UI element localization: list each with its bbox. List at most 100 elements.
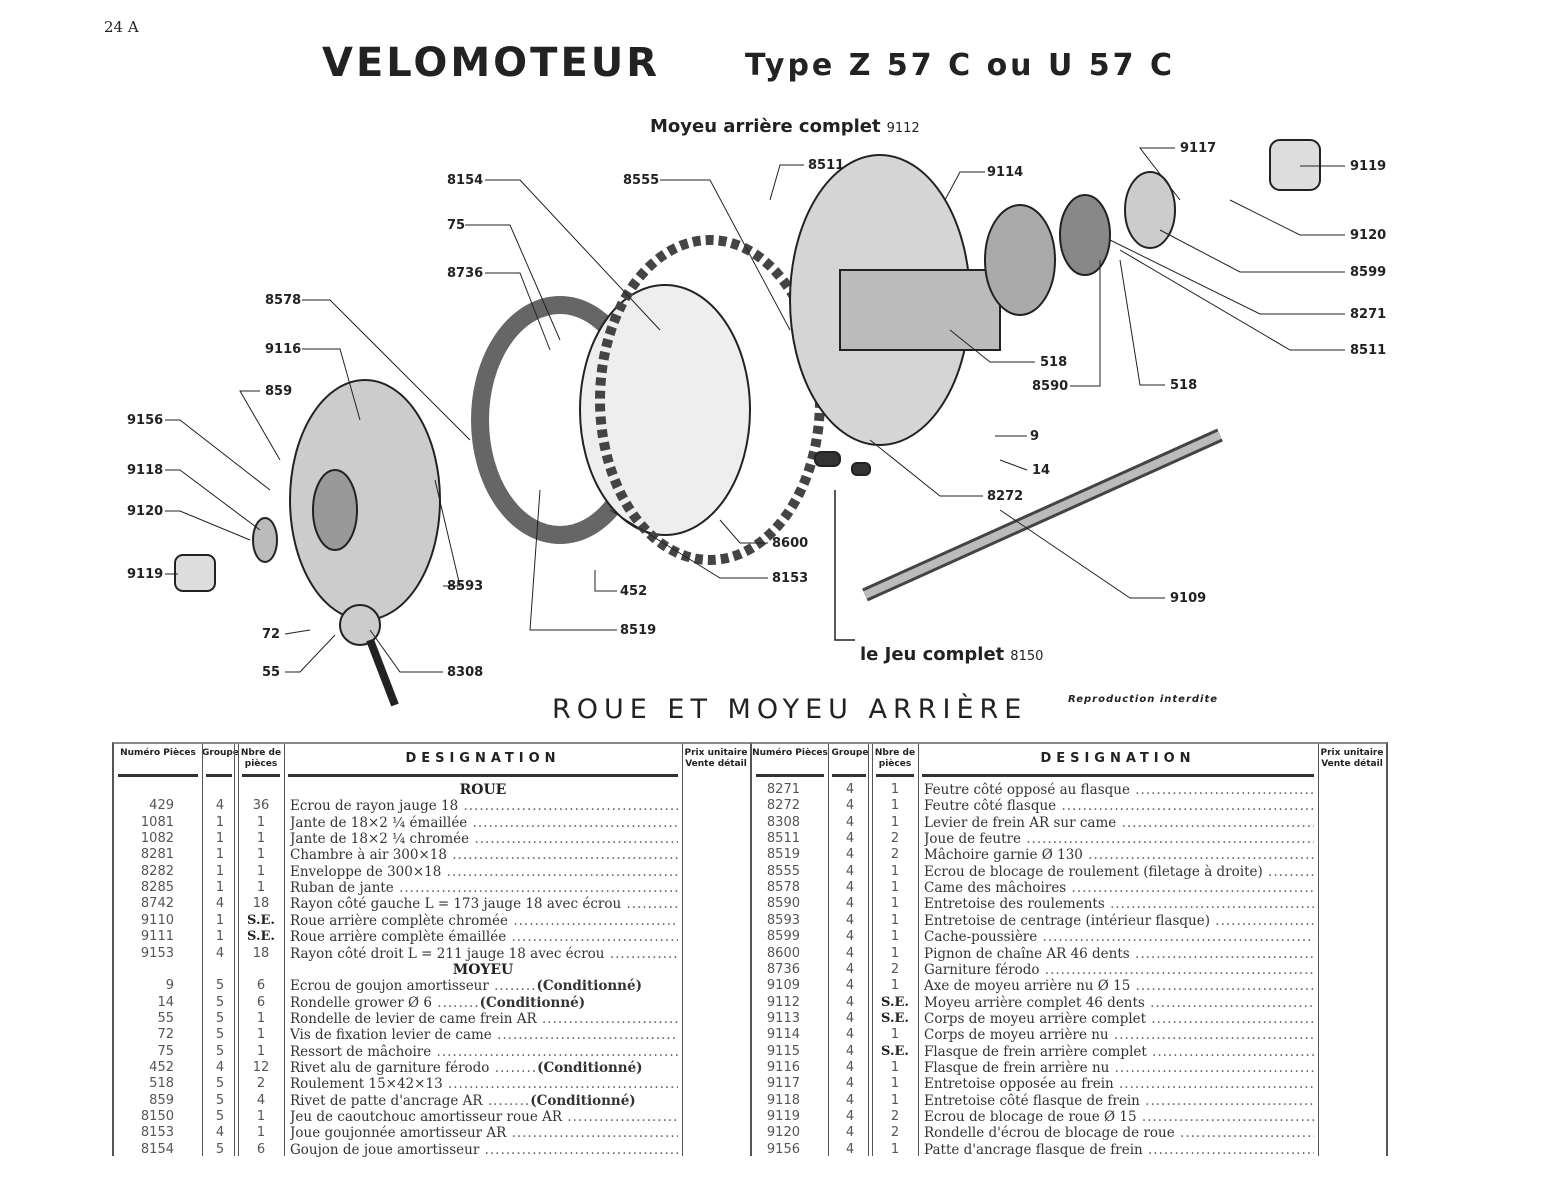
designation: Joue de feutre .........................… xyxy=(924,831,1314,847)
callout-label: 8578 xyxy=(265,293,302,308)
part-number: 859 xyxy=(149,1092,174,1108)
quantity: 1 xyxy=(256,1125,266,1141)
designation: Corps de moyeu arrière complet .........… xyxy=(924,1011,1314,1027)
designation: Came des mâchoires .....................… xyxy=(924,880,1314,896)
exploded-hub-diagram xyxy=(165,139,1345,707)
quantity: 2 xyxy=(890,847,900,863)
callout-label: 9120 xyxy=(1350,228,1387,243)
part-number: 8593 xyxy=(766,912,800,928)
hub-flange-right xyxy=(984,204,1056,316)
leader-dots: ........................................… xyxy=(1061,798,1314,815)
leader-dots: ........................................… xyxy=(511,1125,678,1142)
quantity: S.E. xyxy=(881,1010,909,1026)
part-number: 8578 xyxy=(766,880,800,896)
designation: Ecrou de blocage de roulement (filetage … xyxy=(924,864,1314,880)
quantity: 1 xyxy=(890,1141,900,1157)
header-group: Groupe xyxy=(831,748,869,758)
leader-dots: ........................................… xyxy=(1114,1059,1314,1076)
designation-text: Rivet de patte d'ancrage AR xyxy=(290,1092,483,1109)
group: 5 xyxy=(215,978,225,994)
designation: Entretoise côté flasque de frein .......… xyxy=(924,1093,1314,1109)
part-number: 9156 xyxy=(766,1141,800,1157)
header-designation: DESIGNATION xyxy=(1040,751,1196,766)
group: 4 xyxy=(845,1141,855,1157)
designation-text: Mâchoire garnie Ø 130 xyxy=(924,847,1083,864)
header-rule xyxy=(832,774,866,777)
part-number: 1082 xyxy=(140,831,174,847)
section-heading: ROUE xyxy=(459,782,507,798)
callout-label: 9119 xyxy=(127,567,164,582)
part-number: 9117 xyxy=(766,1076,800,1092)
designation: Ruban de jante .........................… xyxy=(290,880,678,896)
header-number: Numéro Pièces xyxy=(120,748,196,758)
designation: Roulement 15×42×13 .....................… xyxy=(290,1076,678,1092)
callout-label: 14 xyxy=(1032,463,1051,478)
designation-text: Vis de fixation levier de came xyxy=(290,1027,492,1044)
group: 4 xyxy=(845,1092,855,1108)
column-divider xyxy=(238,744,239,1156)
callout-label: 8154 xyxy=(447,173,484,188)
part-number: 8308 xyxy=(766,814,800,830)
designation-text: Entretoise opposée au frein xyxy=(924,1076,1114,1093)
column-divider xyxy=(868,744,869,1156)
designation-text: Chambre à air 300×18 xyxy=(290,847,447,864)
part-number: 8742 xyxy=(140,896,174,912)
quantity: 18 xyxy=(252,896,270,912)
designation-text: Goujon de joue amortisseur xyxy=(290,1141,480,1158)
leader-dots: ........................................… xyxy=(1148,1141,1314,1158)
group: 4 xyxy=(845,1109,855,1124)
part-number: 8600 xyxy=(766,945,800,961)
page-number: 24 A xyxy=(104,18,139,36)
designation-text: Ecrou de rayon jauge 18 xyxy=(290,798,459,815)
leader-dots: ........................................… xyxy=(446,863,678,880)
group: 1 xyxy=(215,863,225,879)
quantity: 6 xyxy=(256,1141,266,1157)
leader-dots: ........................................… xyxy=(513,912,678,929)
part-number: 9153 xyxy=(140,945,174,961)
designation: Entretoise de centrage (intérieur flasqu… xyxy=(924,913,1314,929)
designation-text: Rayon côté gauche L = 173 jauge 18 avec … xyxy=(290,896,622,913)
leader-dots: ........................................… xyxy=(497,1027,678,1044)
designation: Garniture férodo .......................… xyxy=(924,962,1314,978)
group: 1 xyxy=(215,847,225,863)
callout-label: 9109 xyxy=(1170,591,1207,606)
group: 4 xyxy=(845,831,855,847)
quantity: 6 xyxy=(256,994,266,1010)
group: 4 xyxy=(845,961,855,977)
group: 4 xyxy=(845,994,855,1010)
designation: Flasque de frein arrière nu ............… xyxy=(924,1060,1314,1076)
part-number: 8154 xyxy=(140,1141,174,1157)
group: 5 xyxy=(215,1027,225,1043)
designation-text: Cache-poussière xyxy=(924,929,1038,946)
leader-dots: ........................................… xyxy=(463,798,678,815)
designation: Rayon côté gauche L = 173 jauge 18 avec … xyxy=(290,896,678,912)
leader-dots: ........................................… xyxy=(609,945,678,962)
header-group: Groupe xyxy=(202,748,239,758)
column-divider xyxy=(682,744,683,1156)
designation: Feutre côté opposé au flasque ..........… xyxy=(924,782,1314,798)
packaging-note: (Conditionné) xyxy=(536,978,642,995)
callout-label: 9 xyxy=(1030,429,1040,444)
group: 4 xyxy=(845,1059,855,1075)
callout-label: 8272 xyxy=(987,489,1024,504)
group: 4 xyxy=(845,929,855,945)
quantity: S.E. xyxy=(881,994,909,1010)
part-number: 8150 xyxy=(140,1109,174,1124)
callout-label: 9120 xyxy=(127,504,164,519)
header-qty: Nbre de pièces xyxy=(874,748,916,769)
designation: Chambre à air 300×18 ...................… xyxy=(290,847,678,863)
callout-label: 8736 xyxy=(447,266,484,281)
bearing xyxy=(1059,194,1111,276)
quantity: 2 xyxy=(890,1125,900,1141)
